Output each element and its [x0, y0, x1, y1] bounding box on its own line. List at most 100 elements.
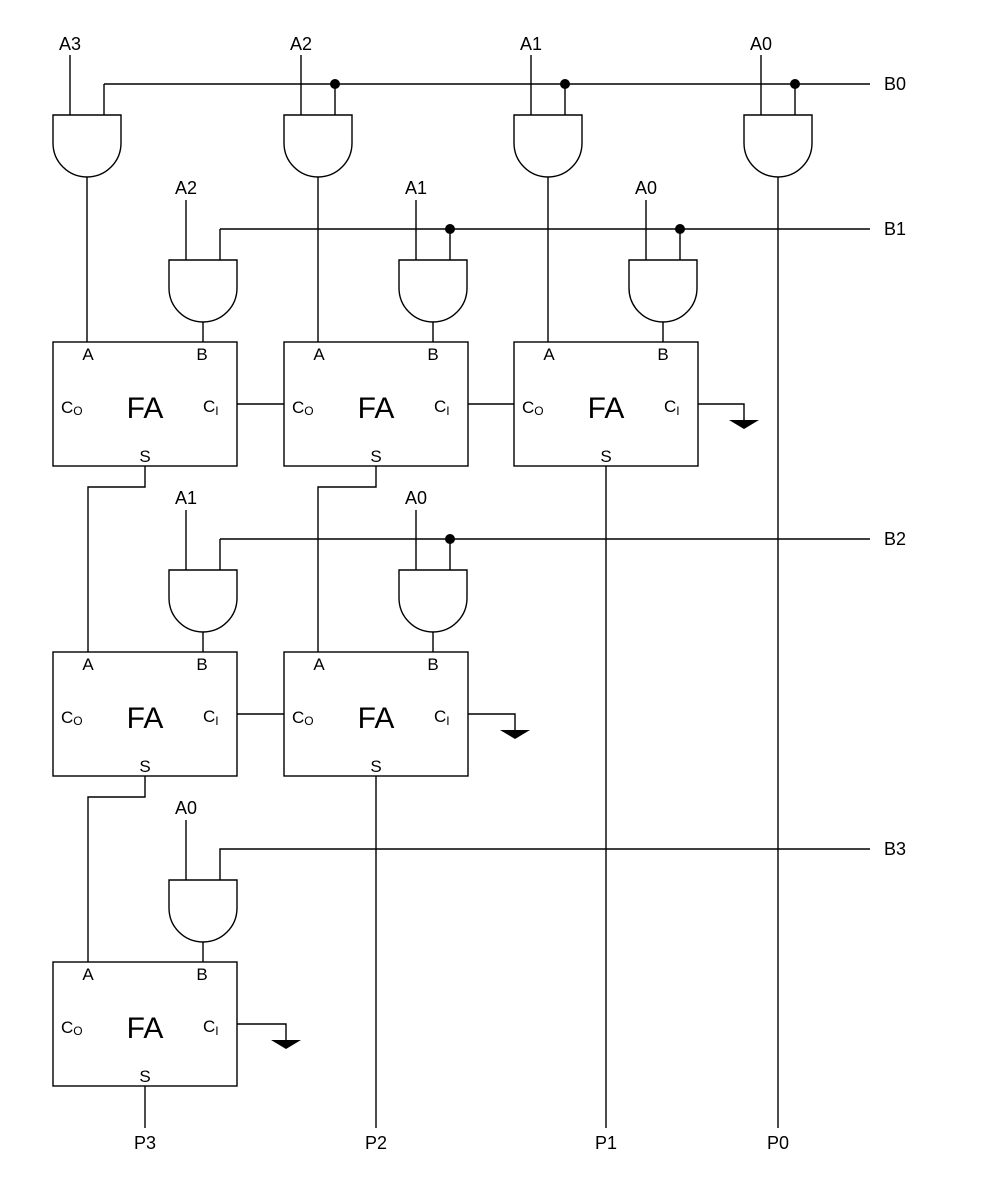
carry-out-label: CO	[292, 398, 314, 418]
pin-b-label: B	[196, 965, 207, 984]
ground-symbol	[729, 420, 759, 429]
input-label-row1-0: A2	[175, 178, 197, 198]
junction-dot	[445, 224, 455, 234]
adder-name: FA	[127, 1012, 164, 1045]
and-gate-row2-0	[168, 569, 238, 633]
full-adder-box	[52, 341, 238, 467]
carry-in-main: C	[664, 397, 676, 416]
carry-in-label: CI	[203, 707, 219, 728]
ground-symbol	[271, 1040, 301, 1049]
pin-s-label: S	[600, 447, 611, 466]
sum-wire	[87, 776, 146, 962]
carry-out-sub: O	[73, 714, 82, 728]
input-label-row0-1: A2	[290, 34, 312, 54]
pin-s-label: S	[139, 447, 150, 466]
output-label-p2: P2	[365, 1133, 387, 1153]
carry-in-sub: I	[215, 714, 218, 728]
input-label-row2-1: A0	[405, 488, 427, 508]
carry-out-sub: O	[304, 404, 313, 418]
sum-wire	[87, 466, 146, 652]
pin-b-label: B	[427, 345, 438, 364]
pin-a-label: A	[543, 345, 555, 364]
carry-in-main: C	[434, 707, 446, 726]
pin-s-label: S	[370, 447, 381, 466]
input-label-row1-2: A0	[635, 178, 657, 198]
carry-in-sub: I	[446, 714, 449, 728]
input-label-b0: B0	[884, 74, 906, 94]
and-gate-row0-2	[513, 114, 583, 178]
carry-out-main: C	[61, 708, 73, 727]
input-label-row0-2: A1	[520, 34, 542, 54]
carry-in-label: CI	[203, 1017, 219, 1038]
carry-in-main: C	[203, 397, 215, 416]
junction-dot	[790, 79, 800, 89]
carry-in-sub: I	[446, 404, 449, 418]
carry-in-main: C	[434, 397, 446, 416]
output-label-p1: P1	[595, 1133, 617, 1153]
carry-out-main: C	[522, 398, 534, 417]
input-label-b2: B2	[884, 529, 906, 549]
bus-b3	[219, 848, 870, 880]
carry-in-ground-wire	[237, 1023, 287, 1040]
output-label-p0: P0	[767, 1133, 789, 1153]
and-gate-row0-1	[283, 114, 353, 178]
input-label-b3: B3	[884, 839, 906, 859]
junction-dot	[330, 79, 340, 89]
pin-b-label: B	[196, 655, 207, 674]
input-label-row3-0: A0	[175, 798, 197, 818]
carry-out-label: CO	[522, 398, 544, 418]
carry-out-label: CO	[61, 708, 83, 728]
and-gate-row1-0	[168, 259, 238, 323]
pin-b-label: B	[196, 345, 207, 364]
carry-out-main: C	[292, 708, 304, 727]
adder-name: FA	[127, 392, 164, 425]
carry-in-label: CI	[203, 397, 219, 418]
and-gate-row1-2	[628, 259, 698, 323]
pin-a-label: A	[82, 345, 94, 364]
pin-a-label: A	[82, 655, 94, 674]
pin-b-label: B	[657, 345, 668, 364]
ground-symbol	[500, 730, 530, 739]
adder-name: FA	[588, 392, 625, 425]
and-gate-row2-1	[398, 569, 468, 633]
junction-dot	[445, 534, 455, 544]
and-gate-row0-3	[743, 114, 813, 178]
carry-in-label: CI	[434, 707, 450, 728]
full-adder-box	[283, 651, 469, 777]
carry-out-label: CO	[61, 1018, 83, 1038]
carry-in-ground-wire	[468, 713, 516, 730]
pin-s-label: S	[139, 1067, 150, 1086]
carry-out-sub: O	[73, 1024, 82, 1038]
carry-in-sub: I	[215, 1024, 218, 1038]
sum-wire	[317, 466, 377, 652]
and-gate-row0-0	[52, 114, 122, 178]
carry-in-sub: I	[676, 404, 679, 418]
carry-out-main: C	[61, 1018, 73, 1037]
output-label-p3: P3	[134, 1133, 156, 1153]
carry-out-label: CO	[61, 398, 83, 418]
carry-in-label: CI	[664, 397, 680, 418]
and-gate-row3-0	[168, 879, 238, 943]
full-adder-box	[513, 341, 699, 467]
pin-a-label: A	[82, 965, 94, 984]
carry-out-sub: O	[73, 404, 82, 418]
pin-b-label: B	[427, 655, 438, 674]
carry-in-sub: I	[215, 404, 218, 418]
carry-in-label: CI	[434, 397, 450, 418]
carry-in-main: C	[203, 1017, 215, 1036]
carry-in-ground-wire	[698, 403, 745, 420]
carry-out-sub: O	[534, 404, 543, 418]
input-label-row0-3: A0	[750, 34, 772, 54]
full-adder-box	[283, 341, 469, 467]
carry-out-main: C	[292, 398, 304, 417]
input-label-row1-1: A1	[405, 178, 427, 198]
full-adder-box	[52, 961, 238, 1087]
adder-name: FA	[358, 392, 395, 425]
